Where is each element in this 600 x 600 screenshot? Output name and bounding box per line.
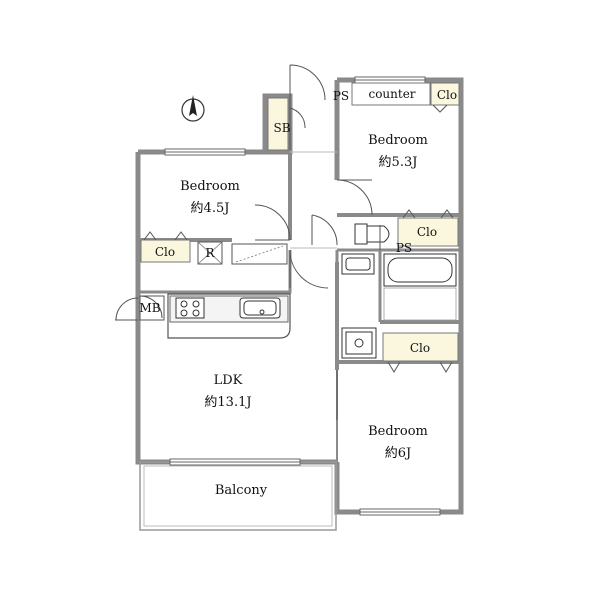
shoe-box [267, 97, 289, 151]
closet-lower-right-label: Clo [410, 341, 430, 355]
counter-label: counter [368, 87, 415, 101]
bath-floor [383, 287, 457, 321]
labels: Bedroom 約4.5J Bedroom 約5.3J Bedroom 約6J … [139, 87, 457, 498]
closet-top-right [430, 82, 460, 106]
closet-left-label: Clo [155, 245, 175, 259]
bedroom-a-name: Bedroom [180, 179, 240, 194]
door-swing-icon [115, 64, 381, 420]
counter-shelf [351, 82, 431, 106]
ldk-name: LDK [214, 373, 243, 388]
pipe-space-top-label: PS [333, 89, 349, 103]
balcony-name: Balcony [215, 483, 268, 498]
meter-box-label: MB [139, 301, 160, 315]
stove-icon [175, 297, 205, 319]
closet-doors [143, 104, 454, 373]
meter-box-door-icon [139, 295, 163, 319]
hall-lines [290, 151, 337, 249]
sink-icon [239, 297, 281, 319]
washbasin-icon [341, 253, 375, 275]
wet-area [341, 223, 457, 359]
pipe-space-mid-label: PS [396, 241, 412, 255]
wall-bedroom-a-bottom [138, 152, 292, 242]
toilet-icon [354, 223, 390, 245]
bedroom-b-area: 約5.3J [379, 155, 418, 170]
balcony-inner [143, 465, 333, 527]
bedroom-a-area: 約4.5J [191, 201, 230, 216]
shoe-box-label: SB [273, 121, 290, 135]
washer-icon [341, 327, 377, 359]
windows [164, 76, 441, 516]
closet-left [140, 239, 191, 263]
refrigerator-label: R [205, 246, 215, 260]
closet-mid-right-label: Clo [417, 225, 437, 239]
bedroom-b-name: Bedroom [368, 133, 428, 148]
bedroom-c-area: 約6J [385, 446, 411, 461]
ldk-area: 約13.1J [204, 395, 251, 410]
closet-mid-right [397, 217, 459, 247]
closets [140, 82, 460, 362]
bathtub-icon [383, 253, 457, 287]
closet-lower-right [382, 332, 459, 362]
kitchen [139, 241, 291, 339]
closet-top-right-label: Clo [437, 88, 457, 102]
bedroom-c-name: Bedroom [368, 424, 428, 439]
north-arrow-icon [181, 95, 205, 122]
